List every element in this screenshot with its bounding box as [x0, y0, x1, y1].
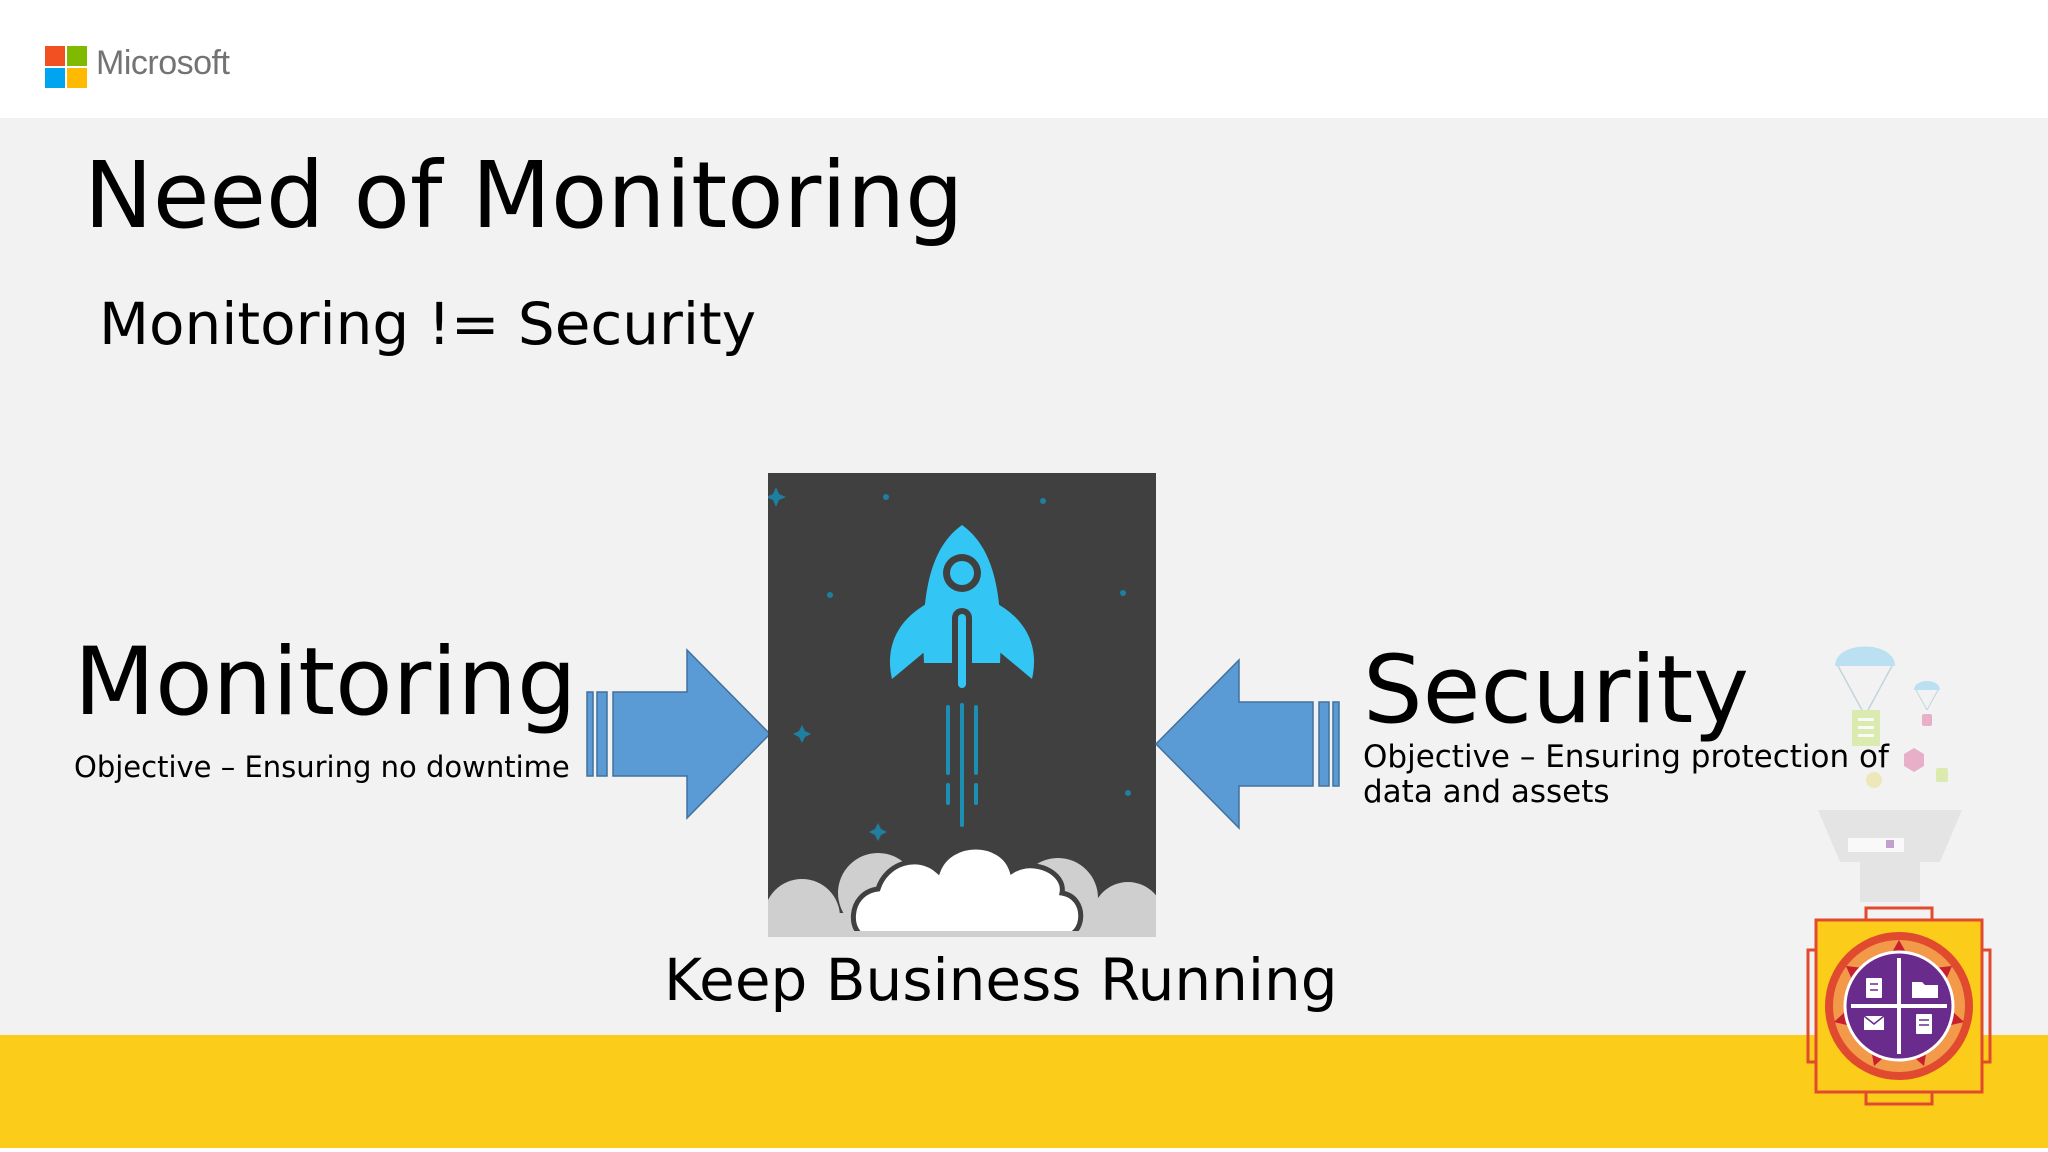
- parachute-data-icon: [1818, 646, 1962, 902]
- left-arrow-icon: [1154, 658, 1340, 830]
- center-caption: Keep Business Running: [664, 946, 1338, 1014]
- microsoft-logo-icon: [45, 46, 87, 88]
- monitoring-objective: Objective – Ensuring no downtime: [74, 750, 570, 784]
- top-bar: Microsoft: [0, 0, 2048, 118]
- slide-subtitle: Monitoring != Security: [99, 290, 757, 358]
- brand-name: Microsoft: [96, 44, 230, 82]
- right-arrow-icon: [586, 648, 772, 820]
- security-heading: Security: [1363, 636, 1750, 745]
- footer-band: [0, 1035, 2048, 1152]
- slide-title: Need of Monitoring: [84, 142, 964, 249]
- rocket-launch-icon: [768, 473, 1156, 937]
- bottom-edge: [0, 1148, 2048, 1152]
- security-objective-line1: Objective – Ensuring protection of: [1363, 739, 1889, 775]
- monitoring-heading: Monitoring: [74, 628, 577, 737]
- security-objective: Objective – Ensuring protection of data …: [1363, 739, 1889, 810]
- yantra-badge-icon: [1806, 906, 1992, 1106]
- security-objective-line2: data and assets: [1363, 774, 1610, 810]
